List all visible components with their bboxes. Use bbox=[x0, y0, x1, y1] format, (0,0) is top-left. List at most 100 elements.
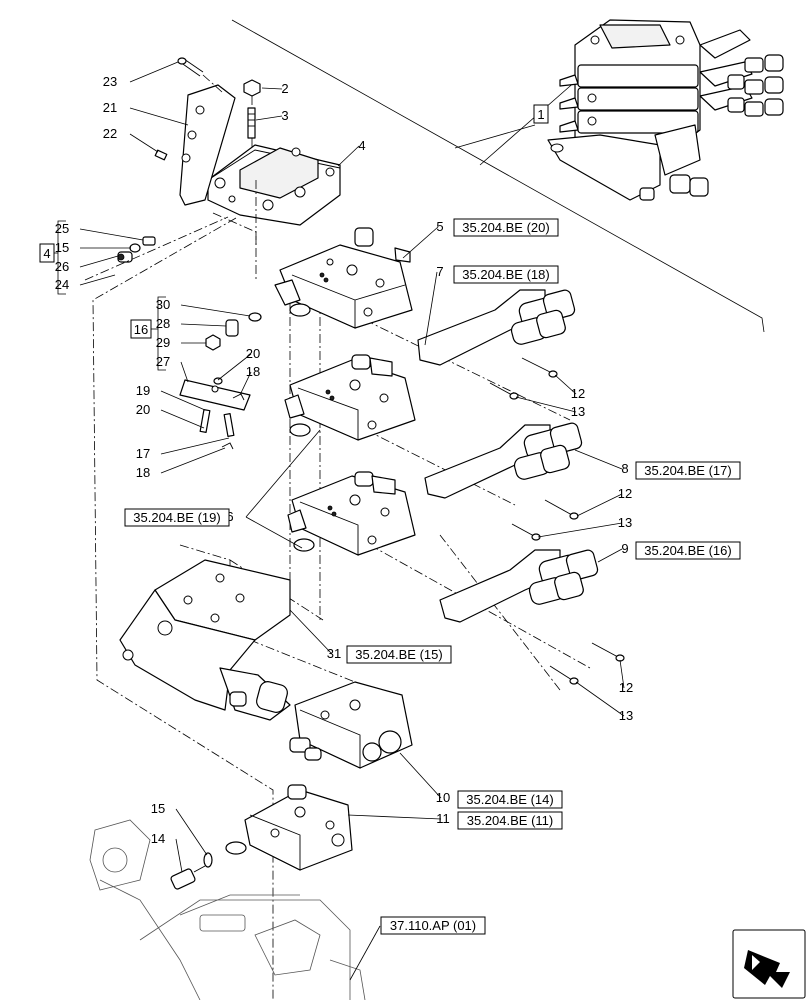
group-box-g16: 16 bbox=[130, 319, 152, 339]
nut-part-2 bbox=[243, 79, 261, 97]
reference-link-r16[interactable]: 35.204.BE (16) bbox=[635, 541, 741, 560]
reference-box-frame bbox=[453, 218, 559, 237]
callout-c28: 28 bbox=[156, 316, 170, 331]
callout-c15b: 15 bbox=[151, 801, 165, 816]
reference-box-layer: 35.204.BE (20) 35.204.BE (18) 35.204.BE (1… bbox=[124, 218, 741, 935]
callout-c4: 4 bbox=[358, 138, 365, 153]
callout-c29: 29 bbox=[156, 335, 170, 350]
reference-box-frame bbox=[453, 265, 559, 284]
overview-couplers bbox=[639, 54, 784, 201]
callout-c7: 7 bbox=[436, 264, 443, 279]
reference-box-frame bbox=[635, 461, 741, 480]
reference-box-label: 35.204.BE (18) bbox=[462, 267, 549, 282]
reference-box-frame bbox=[380, 916, 486, 935]
cover-plate-part-4 bbox=[207, 144, 341, 226]
reference-box-frame bbox=[346, 645, 452, 664]
reference-box-label: 35.204.BE (11) bbox=[467, 813, 553, 828]
reference-link-r37[interactable]: 37.110.AP (01) bbox=[380, 916, 486, 935]
callout-c20b: 20 bbox=[136, 402, 150, 417]
callout-c6: 6 bbox=[226, 509, 233, 524]
stud-part-3 bbox=[247, 96, 256, 150]
reference-link-r19[interactable]: 35.204.BE (19) bbox=[124, 508, 230, 527]
reference-link-r18[interactable]: 35.204.BE (18) bbox=[453, 265, 559, 284]
tractor-housing bbox=[89, 819, 366, 1001]
callout-c23: 23 bbox=[103, 74, 117, 89]
reference-box-frame bbox=[457, 811, 563, 830]
reference-box-frame bbox=[635, 541, 741, 560]
screw-part-22 bbox=[154, 149, 168, 161]
reference-box-label: 37.110.AP (01) bbox=[390, 918, 476, 933]
reference-box-label: 35.204.BE (16) bbox=[644, 543, 731, 558]
group-box-g1: 1 bbox=[533, 104, 549, 124]
fitting-part-14 bbox=[170, 865, 206, 890]
coupler-body-part-7 bbox=[417, 289, 576, 366]
callout-c14: 14 bbox=[151, 831, 165, 846]
callout-c5: 5 bbox=[436, 219, 443, 234]
group-box-frame bbox=[39, 243, 55, 263]
bolts-12-13 bbox=[489, 357, 625, 685]
callout-c27: 27 bbox=[156, 354, 170, 369]
callout-c12c: 12 bbox=[619, 680, 633, 695]
group-box-label: 1 bbox=[537, 107, 544, 122]
callout-c2: 2 bbox=[281, 81, 288, 96]
group-box-label: 4 bbox=[43, 246, 50, 261]
callout-c10: 10 bbox=[436, 790, 450, 805]
kit-4-parts bbox=[117, 236, 156, 263]
callout-c17: 17 bbox=[136, 446, 150, 461]
group-box-frame bbox=[130, 319, 152, 339]
group-box-g4: 4 bbox=[39, 243, 55, 263]
overview-frame bbox=[231, 19, 765, 333]
callout-c11: 11 bbox=[436, 811, 450, 826]
callout-c20a: 20 bbox=[246, 346, 260, 361]
group-box-label: 16 bbox=[134, 322, 148, 337]
valve-section-part-5 bbox=[274, 227, 413, 329]
leader-lines bbox=[79, 61, 625, 981]
callout-c13c: 13 bbox=[619, 708, 633, 723]
bolt-part-23 bbox=[177, 57, 223, 93]
callout-c9: 9 bbox=[621, 541, 628, 556]
group-bracket-4 bbox=[54, 220, 66, 295]
callout-c21: 21 bbox=[103, 100, 117, 115]
alignment-lines bbox=[92, 180, 591, 1000]
callout-c18b: 18 bbox=[136, 465, 150, 480]
coupler-body-part-8 bbox=[424, 422, 583, 499]
bracket-part-21 bbox=[179, 84, 236, 206]
callout-c25: 25 bbox=[55, 221, 69, 236]
callout-c13b: 13 bbox=[618, 515, 632, 530]
callout-c24: 24 bbox=[55, 277, 69, 292]
callout-c13a: 13 bbox=[571, 404, 585, 419]
callout-c18a: 18 bbox=[246, 364, 260, 379]
callout-layer: 2321222342515262430282927201819201718571… bbox=[55, 74, 633, 846]
callout-c12a: 12 bbox=[571, 386, 585, 401]
callout-c30: 30 bbox=[156, 297, 170, 312]
reference-box-label: 35.204.BE (19) bbox=[133, 510, 220, 525]
valve-section-part-6-upper bbox=[284, 354, 416, 441]
overview-valve-assembly bbox=[547, 19, 784, 201]
reference-box-frame bbox=[124, 508, 230, 527]
group-box-frame bbox=[533, 104, 549, 124]
valve-section-part-6-lower bbox=[287, 471, 416, 556]
coupler-body-part-9 bbox=[439, 549, 599, 623]
callout-c26: 26 bbox=[55, 259, 69, 274]
callout-c22: 22 bbox=[103, 126, 117, 141]
reference-box-label: 35.204.BE (20) bbox=[462, 220, 549, 235]
reference-link-r17[interactable]: 35.204.BE (17) bbox=[635, 461, 741, 480]
callout-c19: 19 bbox=[136, 383, 150, 398]
navigation-arrow-icon[interactable] bbox=[732, 929, 806, 999]
reference-link-r15[interactable]: 35.204.BE (15) bbox=[346, 645, 452, 664]
group-label-layer: 4 16 1 bbox=[39, 104, 549, 339]
reference-box-frame bbox=[457, 790, 563, 809]
valve-section-part-10 bbox=[289, 681, 413, 769]
reference-box-label: 35.204.BE (17) bbox=[644, 463, 731, 478]
reference-box-label: 35.204.BE (15) bbox=[355, 647, 442, 662]
callout-c3: 3 bbox=[281, 108, 288, 123]
group-bracket-16 bbox=[151, 296, 166, 371]
reference-link-r20[interactable]: 35.204.BE (20) bbox=[453, 218, 559, 237]
reference-link-r11[interactable]: 35.204.BE (11) bbox=[457, 811, 563, 830]
reference-box-label: 35.204.BE (14) bbox=[466, 792, 553, 807]
callout-c12b: 12 bbox=[618, 486, 632, 501]
reference-link-r14[interactable]: 35.204.BE (14) bbox=[457, 790, 563, 809]
callout-c31: 31 bbox=[327, 646, 341, 661]
